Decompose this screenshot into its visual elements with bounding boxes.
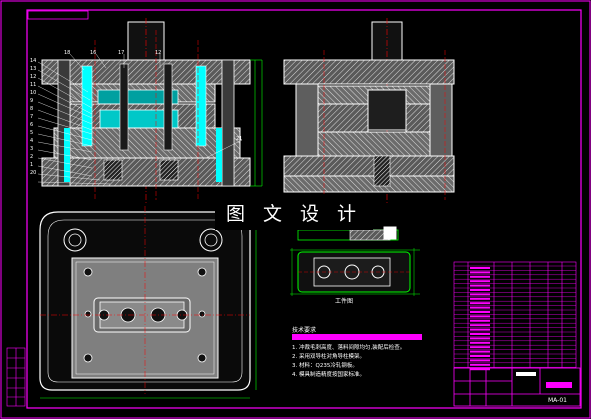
parts-list-entry	[470, 359, 490, 362]
parts-list-entry	[470, 271, 490, 274]
watermark-banner: 图 文 设 计	[215, 194, 373, 230]
parts-list-entry	[470, 284, 490, 287]
parts-list-entry	[470, 289, 490, 291]
callout-number: 10	[30, 90, 37, 96]
title-block	[453, 367, 581, 407]
parts-list-entry	[470, 368, 490, 371]
callout-number: 2	[30, 154, 34, 160]
callout-number: 9	[30, 98, 34, 104]
callout-number: 13	[30, 66, 37, 72]
plan-view	[39, 206, 257, 399]
front-section-view	[37, 18, 263, 205]
callout-number: 20	[30, 170, 37, 176]
callout-number: 5	[30, 130, 34, 136]
parts-list-entry	[470, 280, 490, 283]
parts-list	[453, 261, 577, 369]
note-item-4: 4. 模具制造精度按国家标准。	[292, 372, 365, 378]
callout-number: 12	[30, 74, 37, 80]
parts-list-entry	[470, 363, 490, 366]
callout-number: 7	[30, 114, 34, 120]
part-drawing-caption: 工件图	[335, 298, 354, 305]
notes-highlight	[292, 334, 422, 340]
note-item-3: 3. 材料：Q235冷轧钢板。	[292, 363, 358, 369]
callout-number: 1	[30, 162, 34, 168]
drawing-number: MA-01	[548, 397, 567, 404]
parts-list-entry	[470, 293, 490, 296]
parts-list-entry	[470, 337, 490, 340]
callout-number: 4	[30, 138, 34, 144]
parts-list-entry	[470, 319, 490, 322]
parts-list-entry	[470, 324, 490, 327]
parts-list-entry	[470, 333, 490, 335]
inner-border	[26, 9, 582, 409]
note-item-1: 1. 冲裁毛刺高度、落料间隙均匀,装配后检查。	[292, 345, 406, 351]
parts-list-entry	[470, 275, 490, 278]
parts-list-entry	[470, 346, 490, 349]
note-item-2: 2. 采用双导柱对角导柱模架。	[292, 354, 365, 360]
callout-number: 12	[155, 50, 162, 56]
watermark-text: 图 文 设 计	[225, 202, 363, 225]
parts-list-entry	[470, 311, 490, 313]
parts-list-entry	[470, 306, 490, 309]
part-drawing	[290, 226, 420, 296]
callout-number: 18	[64, 50, 71, 56]
callout-number: 11	[30, 82, 37, 88]
callout-number: 3	[30, 146, 34, 152]
callout-number: 16	[90, 50, 97, 56]
corner-tab	[27, 10, 89, 20]
parts-list-entry	[470, 267, 490, 269]
side-section-view	[283, 18, 455, 205]
callout-number: 6	[30, 122, 34, 128]
callout-number: 14	[30, 58, 37, 64]
parts-list-rows	[454, 265, 576, 371]
parts-list-entry	[470, 328, 490, 331]
callout-number: 8	[30, 106, 34, 112]
callout-number: 17	[118, 50, 125, 56]
parts-list-entry	[470, 350, 490, 353]
parts-list-entry	[470, 355, 490, 357]
callout-number: 21	[236, 136, 243, 142]
notes-title: 技术要求	[292, 327, 317, 334]
parts-list-entry	[470, 297, 490, 300]
parts-list-entry	[470, 315, 490, 318]
parts-list-entry	[470, 341, 490, 344]
parts-list-entry	[470, 302, 490, 305]
revision-table	[6, 347, 26, 407]
